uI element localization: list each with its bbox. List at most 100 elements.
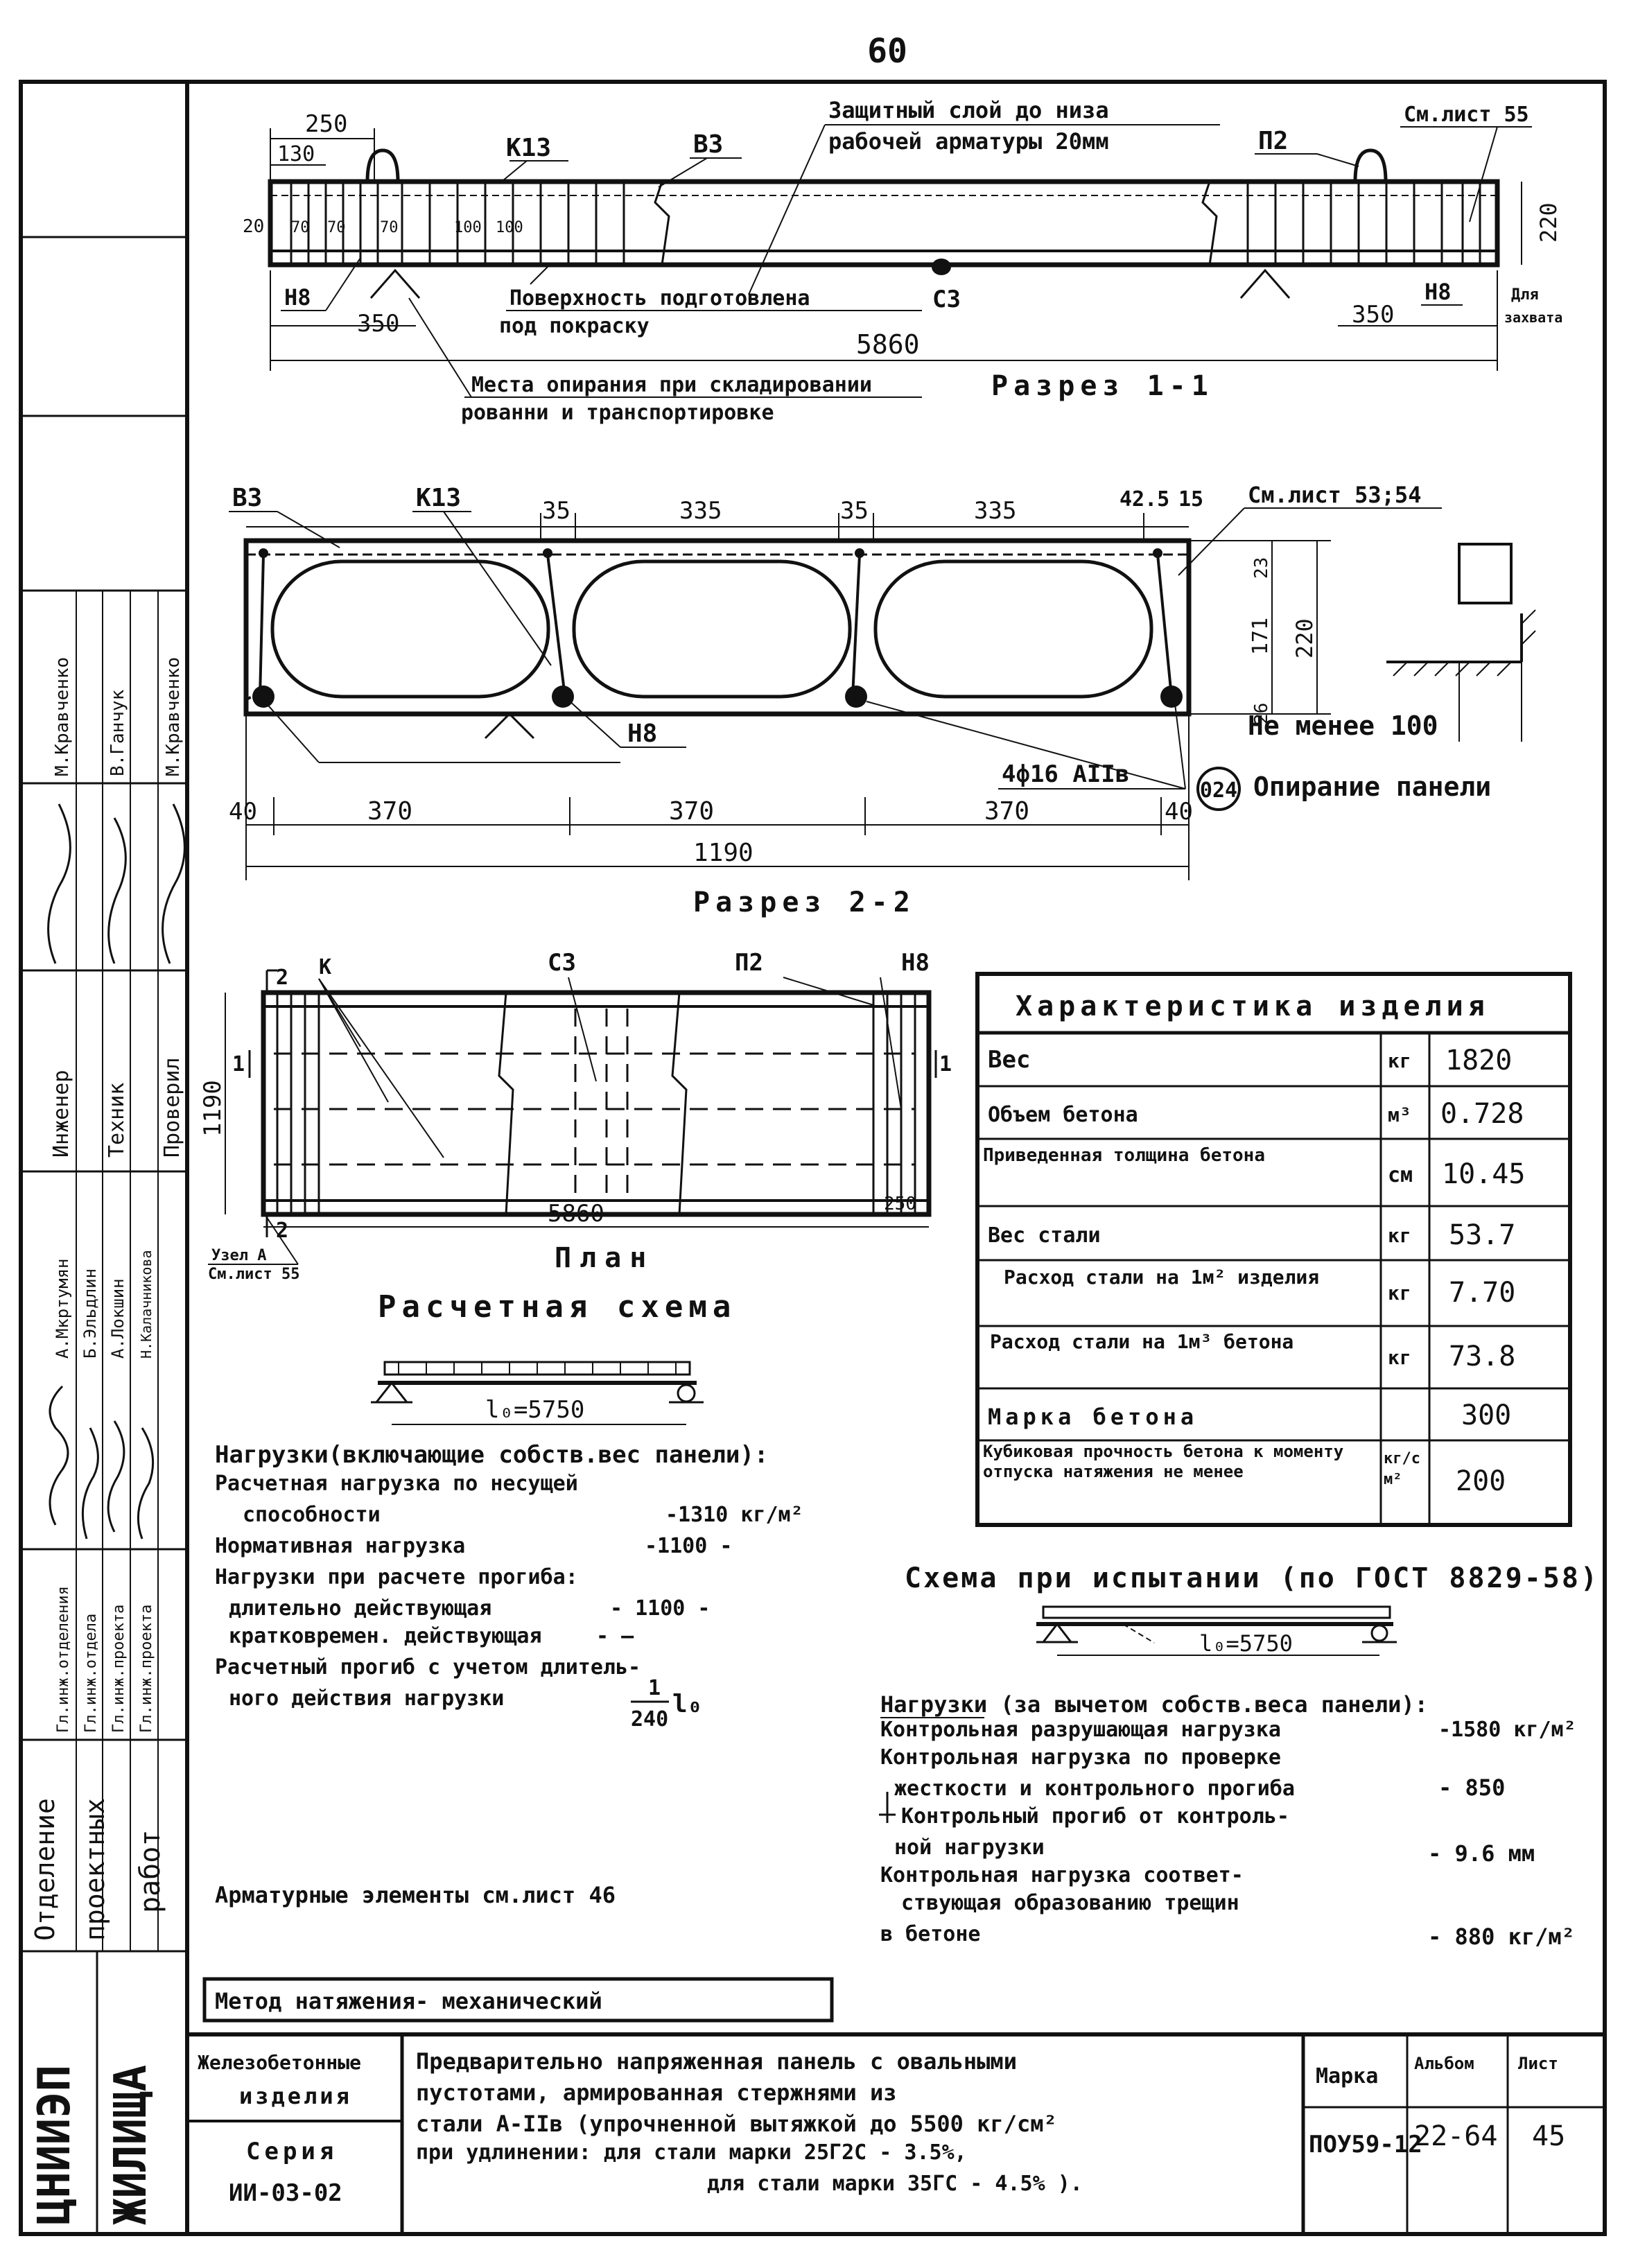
plan-label-K: К [319, 955, 331, 979]
support-note-panel: Опирание панели [1253, 771, 1491, 802]
title-block: Метод натяжения- механический Железобето… [187, 1977, 1605, 2234]
top-dim-35b: 35 [840, 497, 869, 525]
test-line-8: в бетоне [880, 1922, 981, 1946]
node-ref-1: Узел А [211, 1247, 266, 1264]
calc-value-5: - 1100 - [610, 1596, 711, 1621]
tb-h-mark: Марка [1316, 2064, 1378, 2088]
tb-series-label: Серия [246, 2138, 338, 2165]
char-row-7-unit: кг/см² [1384, 1450, 1420, 1488]
dim-1-1-5860: 5860 [856, 329, 920, 360]
tb-mark: ПОУ59-12 [1309, 2131, 1422, 2158]
tb-h-album: Альбом [1414, 2054, 1474, 2073]
sheet-ref-55-top: См.лист 55 [1404, 103, 1529, 127]
char-row-0-unit: кг [1388, 1049, 1411, 1072]
tb-desc-4: при удлинении: для стали марки 25Г2С - 3… [416, 2140, 967, 2165]
side-stamp: ЦНИИЭП ЖИЛИЩА Отделение проектных работ … [21, 236, 187, 2235]
dim-1-1-20: 20 [243, 216, 264, 237]
calc-scheme: Расчетная схема l₀=5750 Нагрузки(включаю… [215, 1289, 803, 1908]
char-row-3-name: Вес стали [988, 1223, 1101, 1248]
calc-line-6: кратковремен. действующая [229, 1624, 542, 1648]
char-title: Характеристика изделия [1016, 991, 1490, 1022]
tb-desc-1: Предварительно напряженная панель с овал… [416, 2048, 1017, 2075]
stamp-name-0: А.Мкртумян [53, 1259, 72, 1359]
protective-note-2: рабочей арматуры 20мм [828, 128, 1109, 155]
stamp-name-3: Н.Калачникова [138, 1250, 155, 1359]
char-row-2-unit: см [1388, 1163, 1413, 1187]
bottom-dim-40a: 40 [229, 798, 257, 826]
dim-1-1-100a: 100 [454, 219, 482, 236]
surface-note-2: под покраску [499, 314, 650, 338]
char-row-2-value: 10.45 [1442, 1158, 1525, 1190]
calc-value-8-num: 1 [648, 1676, 661, 1700]
test-line-6: Контрольная нагрузка соответ- [880, 1863, 1244, 1887]
stamp-dept-1: Отделение [30, 1798, 60, 1941]
stamp-role-6: Проверил [160, 1058, 184, 1158]
char-row-7-name: Кубиковая прочность бетона к моменту отп… [983, 1442, 1344, 1481]
tb-h-sheet: Лист [1518, 2054, 1558, 2073]
support-note-2: рованни и транспортировке [461, 401, 774, 425]
calc-value-8-var: l₀ [672, 1690, 702, 1718]
plan-length-5860: 5860 [548, 1200, 604, 1228]
tb-sheet: 45 [1532, 2120, 1565, 2152]
dim-1-1-250: 250 [305, 110, 347, 138]
label-2-2-K13: К13 [416, 484, 461, 512]
stamp-dept-2: проектных [80, 1798, 110, 1941]
char-row-3-value: 53.7 [1449, 1219, 1515, 1251]
top-dim-15: 15 [1178, 487, 1203, 512]
section-1-1: 250 130 20 70 70 70 100 100 350 350 5860… [243, 97, 1562, 425]
tb-category-1: Железобетонные [198, 2051, 361, 2074]
dim-1-1-350-right: 350 [1352, 301, 1394, 329]
calc-line-3: Нормативная нагрузка [215, 1534, 465, 1558]
for-lifting-2: захвата [1504, 309, 1562, 326]
test-line-4: Контрольный прогиб от контроль- [901, 1804, 1289, 1829]
plan-label-C3: С3 [548, 949, 576, 977]
plan-title: План [555, 1242, 654, 1274]
plan-label-2-top: 2 [276, 966, 288, 990]
tb-desc-3: стали А-IIв (упрочненной вытяжкой до 550… [416, 2111, 1057, 2137]
char-row-0-value: 1820 [1445, 1045, 1512, 1076]
label-1-1-K13: К13 [506, 134, 551, 162]
plan-view: 2 К С3 П2 Н8 1 1 2 1190 5860 250 Узел А … [199, 949, 952, 1283]
test-line-1: Контрольная разрушающая нагрузка [880, 1718, 1281, 1742]
top-dim-35a: 35 [542, 497, 570, 525]
calc-line-1: Расчетная нагрузка по несущей [215, 1472, 578, 1496]
stamp-role-3: Гл.инж.проекта [138, 1605, 155, 1733]
test-value-5: - 9.6 мм [1428, 1840, 1535, 1867]
tb-desc-2: пустотами, армированная стержнями из [416, 2079, 897, 2106]
test-line-7: ствующая образованию трещин [901, 1891, 1239, 1915]
label-1-1-H8-left: Н8 [284, 284, 311, 311]
calc-line-7: Расчетный прогиб с учетом длитель- [215, 1655, 641, 1680]
support-note-1: Места опирания при складировании [471, 373, 872, 397]
signature-marks [47, 803, 186, 1539]
stamp-name-5: В.Ганчук [107, 689, 128, 776]
protective-note-1: Защитный слой до низа [828, 97, 1109, 123]
bottom-dim-40b: 40 [1165, 798, 1193, 826]
stamp-org-1: ЦНИИЭП [29, 2065, 80, 2225]
char-row-5-value: 73.8 [1449, 1341, 1515, 1372]
char-row-4-name: Расход стали на 1м² изделия [1004, 1266, 1320, 1289]
label-1-1-P2: П2 [1258, 127, 1288, 155]
test-value-8: - 880 кг/м² [1428, 1924, 1575, 1950]
calc-value-3: -1100 - [645, 1534, 732, 1558]
characteristics-table: Характеристика изделия Вес кг 1820 Объем… [975, 972, 1572, 1527]
char-row-1-value: 0.728 [1440, 1098, 1524, 1130]
stamp-name-2: А.Локшин [108, 1278, 128, 1359]
char-row-5-unit: кг [1388, 1346, 1411, 1369]
right-dim-23: 23 [1251, 557, 1272, 579]
tb-desc-5: для стали марки 35ГС - 4.5% ). [707, 2172, 1083, 2196]
support-detail: Не менее 100 Опирание панели [1248, 543, 1536, 802]
stamp-role-5: Техник [105, 1083, 129, 1158]
tb-album: 22-64 [1414, 2120, 1497, 2152]
calc-loads-title: Нагрузки(включающие собств.вес панели): [215, 1441, 768, 1469]
char-row-0-name: Вес [988, 1046, 1030, 1074]
bottom-dim-370b: 370 [669, 797, 714, 826]
calc-value-6: - — [596, 1624, 634, 1648]
plan-label-P2: П2 [735, 949, 763, 977]
right-dim-171: 171 [1248, 618, 1273, 655]
rebar-4f16: 4ф16 AIIв [1002, 760, 1129, 788]
tb-category-2: изделия [239, 2083, 352, 2109]
test-scheme: Схема при испытании (по ГОСТ 8829-58) l₀… [879, 1562, 1597, 1950]
plan-label-1-left: 1 [232, 1052, 245, 1076]
stamp-org-2: ЖИЛИЩА [105, 2065, 157, 2225]
calc-line-8: ного действия нагрузки [229, 1686, 504, 1711]
